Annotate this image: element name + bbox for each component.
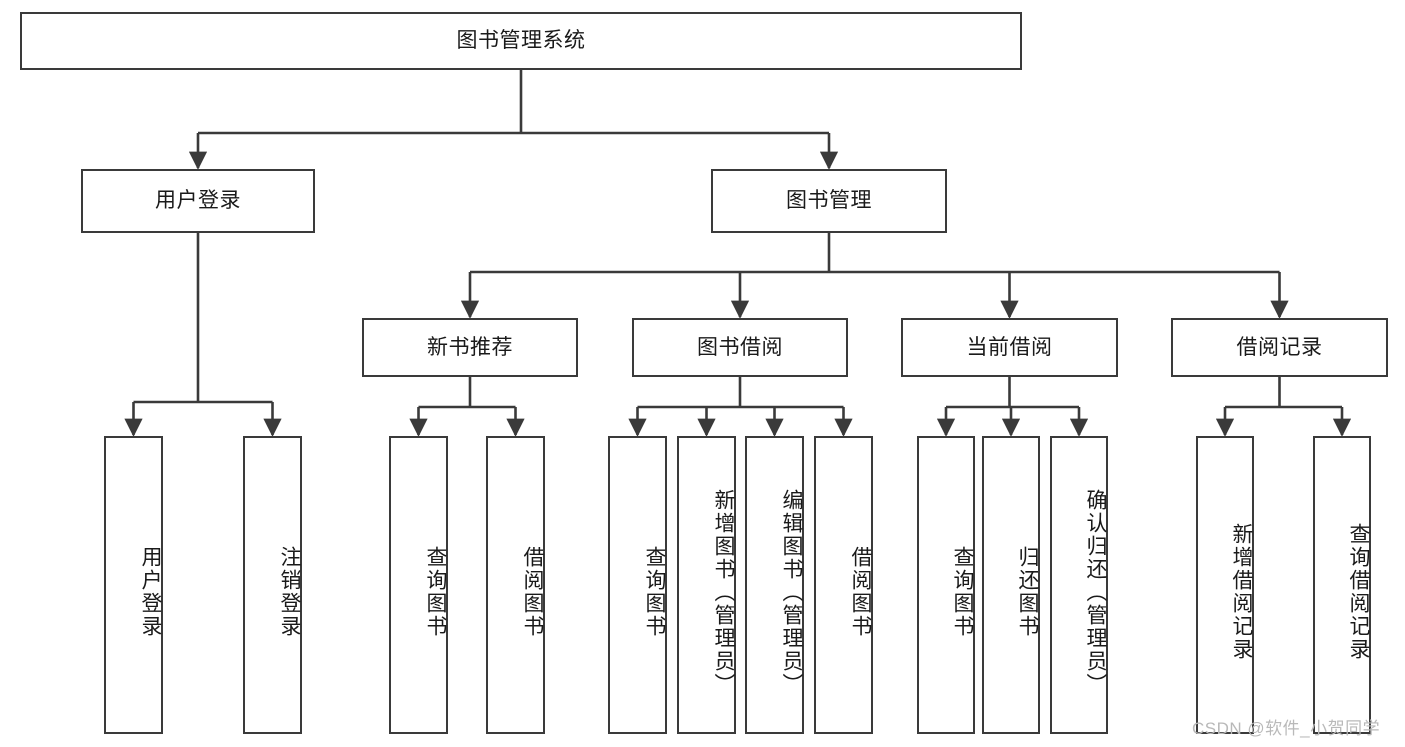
leaf-user-logout[interactable]: 注销登录 (243, 436, 302, 734)
node-label: 图书借阅 (697, 335, 783, 359)
leaf-query-book-borrow[interactable]: 查询图书 (608, 436, 667, 734)
node-book-management[interactable]: 图书管理 (711, 169, 947, 233)
leaf-edit-book[interactable]: 编辑图书（管理员） (745, 436, 804, 734)
node-label: 查询图书 (643, 546, 666, 638)
node-label: 当前借阅 (966, 335, 1053, 359)
node-label: 用户登录 (139, 546, 162, 638)
node-label: 查询借阅记录 (1347, 523, 1370, 661)
node-label: 借阅图书 (521, 546, 544, 638)
node-label: 确认归还（管理员） (1084, 488, 1107, 696)
leaf-confirm-return[interactable]: 确认归还（管理员） (1050, 436, 1108, 734)
node-root[interactable]: 图书管理系统 (20, 12, 1022, 70)
node-current-borrow[interactable]: 当前借阅 (901, 318, 1118, 377)
node-user-login[interactable]: 用户登录 (81, 169, 315, 233)
node-label: 编辑图书（管理员） (780, 488, 803, 696)
node-label: 图书管理 (786, 189, 872, 213)
node-new-book-recommend[interactable]: 新书推荐 (362, 318, 578, 377)
leaf-query-borrow-record[interactable]: 查询借阅记录 (1313, 436, 1371, 734)
node-label: 归还图书 (1016, 546, 1039, 638)
node-label: 新书推荐 (427, 335, 513, 359)
node-label: 新增图书（管理员） (712, 488, 735, 696)
leaf-query-book-recommend[interactable]: 查询图书 (389, 436, 448, 734)
node-label: 借阅记录 (1236, 335, 1323, 359)
node-label: 图书管理系统 (456, 29, 586, 53)
node-borrow-record[interactable]: 借阅记录 (1171, 318, 1388, 377)
leaf-add-borrow-record[interactable]: 新增借阅记录 (1196, 436, 1254, 734)
node-label: 用户登录 (155, 189, 241, 213)
csdn-watermark: CSDN @软件_小贺同学 (1192, 719, 1381, 738)
leaf-user-login[interactable]: 用户登录 (104, 436, 163, 734)
node-label: 查询图书 (951, 546, 974, 638)
leaf-borrow-book-recommend[interactable]: 借阅图书 (486, 436, 545, 734)
node-label: 新增借阅记录 (1230, 523, 1253, 661)
leaf-borrow-book[interactable]: 借阅图书 (814, 436, 873, 734)
node-label: 借阅图书 (849, 546, 872, 638)
leaf-add-book[interactable]: 新增图书（管理员） (677, 436, 736, 734)
node-book-borrow[interactable]: 图书借阅 (632, 318, 848, 377)
node-label: 查询图书 (424, 546, 447, 638)
leaf-query-book-current[interactable]: 查询图书 (917, 436, 975, 734)
leaf-return-book[interactable]: 归还图书 (982, 436, 1040, 734)
node-label: 注销登录 (278, 546, 301, 638)
